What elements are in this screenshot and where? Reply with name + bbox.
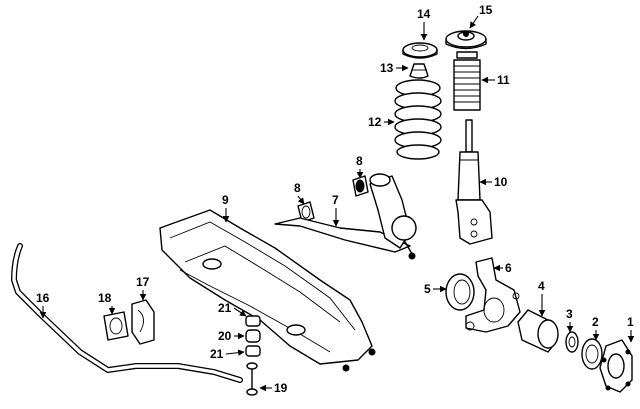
svg-text:14: 14	[417, 7, 431, 21]
callout-5: 5	[424, 282, 447, 296]
callout-17: 17	[136, 275, 150, 301]
callout-6: 6	[493, 261, 512, 275]
callout-4: 4	[538, 279, 546, 317]
svg-text:21: 21	[210, 347, 224, 361]
bearing-housing-part	[517, 309, 559, 353]
callout-9: 9	[222, 193, 230, 223]
svg-text:8: 8	[294, 181, 301, 195]
svg-text:1: 1	[627, 315, 634, 329]
callout-3: 3	[566, 307, 574, 333]
callout-13: 13	[380, 61, 409, 75]
strut-assembly-part	[455, 119, 493, 245]
svg-text:8: 8	[356, 154, 363, 168]
callout-15: 15	[469, 3, 493, 29]
svg-text:9: 9	[222, 193, 229, 207]
crossmember-part	[159, 209, 376, 372]
callout-12: 12	[368, 115, 395, 129]
svg-text:18: 18	[98, 291, 112, 305]
callout-2: 2	[592, 315, 600, 341]
callout-19: 19	[259, 381, 288, 395]
svg-text:11: 11	[497, 73, 510, 87]
bump-stop-part	[409, 63, 429, 79]
svg-text:13: 13	[380, 61, 394, 75]
svg-text:16: 16	[36, 291, 50, 305]
svg-text:5: 5	[424, 282, 431, 296]
steering-knuckle-part	[465, 257, 521, 333]
bushing-part-upper	[352, 175, 369, 197]
callout-8-lower: 8	[294, 181, 305, 205]
callout-18: 18	[98, 291, 116, 315]
bushing-part-lower	[297, 201, 315, 223]
svg-text:19: 19	[274, 381, 288, 395]
lower-control-arm-part	[274, 173, 417, 260]
spacer-part	[565, 331, 579, 353]
strut-mount-part	[445, 30, 487, 50]
link-bushing-upper-part	[245, 315, 261, 327]
callout-11: 11	[481, 73, 510, 87]
dust-boot-part	[453, 51, 481, 111]
svg-text:4: 4	[538, 279, 545, 293]
spring-insulator-part	[402, 42, 438, 59]
link-bushing-lower-part	[245, 345, 261, 357]
svg-text:15: 15	[479, 3, 493, 17]
bearing-part	[581, 338, 603, 370]
stabilizer-bushing-part	[103, 311, 129, 341]
callout-20: 20	[218, 329, 245, 343]
stabilizer-bar-part	[10, 243, 243, 383]
svg-text:7: 7	[332, 193, 339, 207]
svg-text:3: 3	[566, 307, 573, 321]
callout-10: 10	[479, 175, 508, 189]
callout-14: 14	[417, 7, 431, 41]
callout-21-lower: 21	[210, 347, 245, 361]
stabilizer-bracket-part	[131, 299, 155, 345]
seal-part	[445, 273, 475, 311]
wheel-hub-part	[599, 339, 633, 393]
stabilizer-link-part	[246, 362, 258, 396]
svg-text:20: 20	[218, 329, 232, 343]
svg-text:2: 2	[592, 315, 599, 329]
callout-16: 16	[36, 291, 50, 319]
svg-text:10: 10	[494, 175, 508, 189]
svg-text:6: 6	[505, 261, 512, 275]
callout-21-upper: 21	[218, 301, 247, 317]
link-bushing-part	[245, 329, 261, 343]
callout-1: 1	[627, 315, 635, 343]
svg-text:17: 17	[136, 275, 150, 289]
callout-labels: 1 2 3 4 5 6 7 8	[36, 3, 635, 395]
svg-text:12: 12	[368, 115, 382, 129]
callout-7: 7	[332, 193, 340, 227]
callout-8-upper: 8	[356, 154, 364, 179]
coil-spring-part	[394, 79, 442, 160]
svg-text:21: 21	[218, 301, 232, 315]
